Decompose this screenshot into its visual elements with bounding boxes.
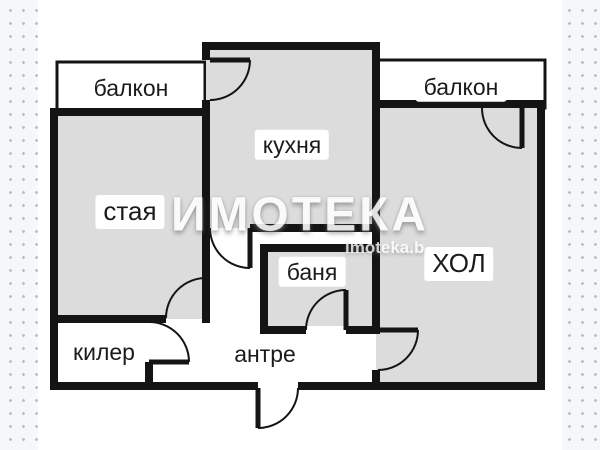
wall-kitchen-bottom (250, 224, 380, 232)
door-arc-hall (377, 329, 419, 371)
door-arc-room (165, 277, 207, 319)
walls (50, 42, 545, 390)
door-leaves (149, 57, 525, 428)
wall-bath-bottom-left (260, 326, 306, 334)
room-label-bathroom: баня (278, 256, 346, 288)
wall-room-bottom (50, 315, 166, 323)
wall-bath-top (260, 244, 380, 252)
wall-outer-right (537, 100, 545, 390)
room-label-entry: антре (226, 338, 304, 370)
wall-outer-left (50, 108, 58, 390)
room-label-kitchen: кухня (254, 129, 330, 161)
wall-kitchen-right (372, 42, 380, 108)
wall-top-right (372, 100, 545, 108)
door-arc-hall-balcony (481, 107, 523, 149)
wall-closet-right-lower (145, 362, 153, 390)
door-arc-kitchen (209, 227, 251, 269)
wall-bottom-left (50, 382, 258, 390)
room-label-closet: килер (65, 336, 143, 368)
wall-left-mid (202, 100, 210, 323)
door-arc-front-entrance (257, 387, 299, 429)
room-label-room: стая (95, 195, 165, 229)
wall-hall-left-lower (372, 370, 380, 390)
wall-hall-left-upper (372, 108, 380, 330)
door-arcs (148, 59, 523, 429)
room-label-balcony-left: балкон (85, 72, 177, 104)
room-label-balcony-right: балкон (415, 71, 507, 103)
door-arc-closet (148, 321, 190, 363)
wall-bath-bottom-right (346, 326, 380, 334)
room-label-hall: ХОЛ (424, 247, 494, 281)
wall-bottom-right (298, 382, 545, 390)
wall-bath-left (260, 244, 268, 334)
wall-top-left (50, 108, 210, 116)
door-arc-kitchen-balcony (209, 59, 251, 101)
wall-closet-right-upper (145, 315, 153, 322)
wall-kitchen-top (202, 42, 380, 50)
room-fill-hall (376, 104, 541, 386)
wall-kitchen-left-stub (202, 50, 210, 60)
door-arc-bathroom (305, 289, 347, 331)
